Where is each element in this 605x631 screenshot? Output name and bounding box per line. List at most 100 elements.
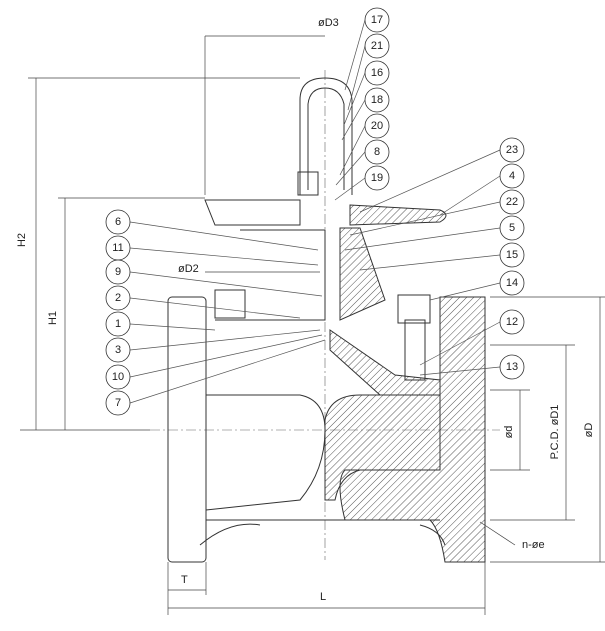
callout-number: 21 [371, 40, 383, 52]
callout-12: 12 [419, 309, 525, 366]
callout-circle [364, 87, 390, 113]
leader-line [339, 125, 366, 176]
callout-circle [499, 354, 525, 380]
callout-circle [499, 189, 525, 215]
dim-h1-label: H1 [47, 311, 59, 325]
callout-5: 5 [344, 215, 525, 251]
dim-ne-label: n-øe [522, 539, 545, 551]
callout-number: 18 [371, 94, 383, 106]
leader-line [359, 254, 501, 271]
callout-circle [499, 242, 525, 268]
callout-circle [364, 165, 390, 191]
callout-circle [364, 33, 390, 59]
leader-line [335, 151, 366, 186]
callout-7: 7 [105, 339, 326, 416]
callout-14: 14 [429, 270, 525, 301]
callout-circle [499, 309, 525, 335]
callout-number: 5 [509, 222, 515, 234]
callout-8: 8 [335, 139, 390, 186]
callout-circle [364, 113, 390, 139]
callout-number: 23 [506, 144, 518, 156]
callout-circle [364, 60, 390, 86]
callout-circle [364, 139, 390, 165]
callout-circle [499, 163, 525, 189]
leader-line [349, 201, 501, 236]
callout-2: 2 [105, 285, 301, 319]
callout-23: 23 [359, 137, 525, 213]
callout-3: 3 [105, 329, 321, 363]
leader-line [129, 329, 321, 351]
valve-body [167, 296, 486, 563]
callout-20: 20 [339, 113, 390, 176]
callout-circle [499, 270, 525, 296]
leader-line [419, 321, 501, 366]
leader-line [344, 19, 366, 91]
callout-number: 12 [506, 316, 518, 328]
callout-21: 21 [347, 33, 390, 111]
callout-number: 20 [371, 120, 383, 132]
callout-number: 16 [371, 67, 383, 79]
callout-number: 15 [506, 249, 518, 261]
callout-1: 1 [105, 311, 216, 337]
leader-line [341, 99, 366, 141]
dim-t-label: T [181, 574, 188, 586]
callout-circle [105, 209, 131, 235]
leader-line [429, 282, 501, 301]
callout-number: 7 [115, 397, 121, 409]
callout-9: 9 [105, 259, 323, 297]
callout-4: 4 [439, 163, 525, 216]
leader-line [129, 297, 301, 319]
dim-d1-label: P.C.D. øD1 [549, 405, 561, 460]
callout-10: 10 [105, 334, 323, 390]
callout-16: 16 [343, 60, 390, 126]
leader-line [343, 72, 366, 126]
callout-number: 13 [506, 361, 518, 373]
callout-number: 22 [506, 196, 518, 208]
callout-number: 9 [115, 266, 121, 278]
callout-number: 14 [506, 277, 518, 289]
callout-circle [364, 7, 390, 33]
bonnet [204, 199, 447, 396]
leader-line [359, 149, 501, 213]
callout-number: 4 [509, 170, 515, 182]
callout-number: 10 [112, 371, 124, 383]
leader-line [347, 45, 366, 111]
callout-circle [105, 337, 131, 363]
callout-13: 13 [419, 354, 525, 380]
callout-circle [105, 311, 131, 337]
callout-circle [105, 285, 131, 311]
dim-h2-label: H2 [16, 233, 28, 247]
leader-line [129, 334, 323, 378]
dim-d-label: ød [503, 426, 515, 439]
callout-number: 17 [371, 14, 383, 26]
leader-line [129, 339, 326, 404]
callout-number: 6 [115, 216, 121, 228]
dim-l-label: L [320, 591, 326, 603]
dim-d3-label: øD3 [318, 17, 339, 29]
callout-number: 8 [374, 146, 380, 158]
callout-number: 2 [115, 292, 121, 304]
leader-line [344, 227, 501, 251]
dimension-lines [20, 35, 605, 615]
callout-number: 19 [371, 172, 383, 184]
leader-line [129, 247, 319, 266]
callout-6: 6 [105, 209, 319, 251]
callout-circle [105, 364, 131, 390]
callout-number: 11 [112, 242, 123, 254]
leader-line [439, 175, 501, 216]
leader-line [129, 323, 216, 331]
leader-line [129, 271, 323, 297]
callout-circle [499, 215, 525, 241]
callout-circle [105, 390, 131, 416]
dim-d2-label: øD2 [178, 263, 199, 275]
callout-circle [105, 259, 131, 285]
callout-22: 22 [349, 189, 525, 236]
leader-line [334, 177, 366, 201]
leader-line [129, 221, 319, 251]
dim-outer-d-label: øD [583, 423, 595, 438]
callout-number: 1 [115, 318, 121, 330]
callout-18: 18 [341, 87, 390, 141]
callout-11: 11 [105, 235, 319, 266]
